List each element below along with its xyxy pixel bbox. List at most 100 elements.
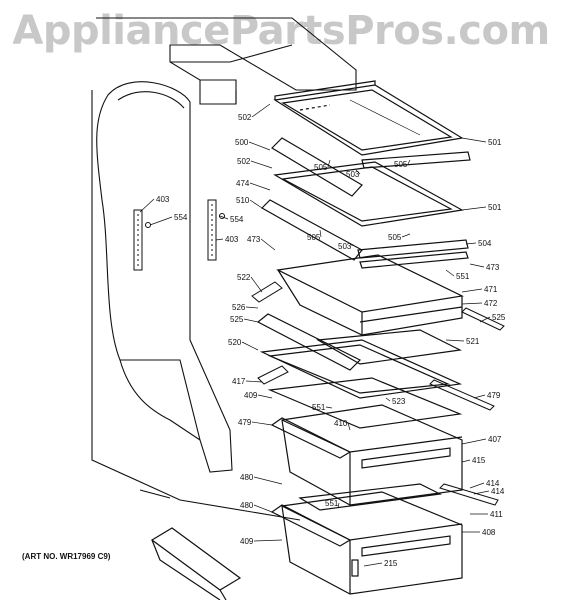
callout-leader: [250, 160, 273, 169]
callout-leader: [473, 490, 490, 495]
callout-leader: [461, 438, 487, 445]
callout-leader: [251, 103, 271, 118]
callout-leader: [479, 316, 491, 323]
callout-label: 480: [240, 473, 254, 482]
callout-leader: [385, 397, 391, 402]
callout-label: 523: [392, 397, 406, 406]
callout-leader: [248, 141, 271, 151]
callout-leader: [355, 169, 361, 175]
callout-label: 522: [237, 273, 251, 282]
shelf-frame-upper: [271, 137, 471, 197]
glass-shelf-middle: [273, 161, 464, 227]
callout-label: 414: [486, 479, 500, 488]
callout-label: 551: [312, 403, 326, 412]
callout-label: 480: [240, 501, 254, 510]
callout-label: 505: [394, 160, 408, 169]
callout-label: 525: [230, 315, 244, 324]
callout-label: 503: [346, 170, 360, 179]
callout-leader: [215, 238, 224, 241]
callout-label: 403: [225, 235, 239, 244]
shelf-frame-middle: [261, 199, 469, 269]
callout-label: 554: [174, 213, 188, 222]
callout-label: 554: [230, 215, 244, 224]
callout-label: 501: [488, 203, 502, 212]
callout-label: 403: [156, 195, 170, 204]
callout-leader: [251, 421, 273, 426]
callout-label: 471: [484, 285, 498, 294]
callout-leader: [249, 199, 263, 209]
callout-label: 525: [492, 313, 506, 322]
snack-pan: [276, 254, 464, 336]
callout-leader: [249, 182, 271, 191]
art-number: (ART NO. WR17969 C9): [22, 552, 111, 561]
callout-label: 505: [388, 233, 402, 242]
drawer-slide-right: [429, 307, 505, 506]
callout-leader: [445, 269, 455, 277]
callout-label: 503: [338, 242, 352, 251]
callout-leader: [407, 159, 411, 165]
crisper-drawer-lower: [270, 483, 463, 595]
callout-leader: [445, 339, 465, 342]
crisper-cover-glass: [259, 339, 463, 399]
callout-leader: [257, 394, 273, 399]
drawer-slide-left: [251, 281, 289, 385]
callout-label: 505: [307, 233, 321, 242]
callout-leader: [243, 318, 259, 323]
callout-label: 473: [486, 263, 500, 272]
callout-leader: [245, 380, 263, 383]
callout-leader: [363, 562, 383, 567]
callout-label: 408: [482, 528, 496, 537]
callout-label: 411: [490, 510, 503, 519]
callout-leader: [461, 288, 483, 293]
callout-label: 502: [238, 113, 252, 122]
crisper-cover-frame: [256, 313, 462, 371]
callout-label: 409: [244, 391, 258, 400]
callout-label: 526: [232, 303, 246, 312]
callout-label: 407: [488, 435, 502, 444]
callout-label: 504: [478, 239, 492, 248]
callout-label: 414: [491, 487, 505, 496]
callout-leader: [469, 263, 485, 268]
callout-label: 521: [466, 337, 480, 346]
callout-label: 479: [487, 391, 501, 400]
callout-leader: [241, 341, 259, 351]
callout-label: 505: [314, 163, 328, 172]
callout-leader: [337, 502, 340, 509]
callout-label: 551: [456, 272, 470, 281]
callout-label: 474: [236, 179, 250, 188]
crisper-drawer-upper: [270, 404, 463, 506]
callout-leader: [347, 422, 351, 431]
callout-leader: [149, 216, 173, 226]
callout-leader: [473, 394, 486, 399]
callout-label: 551: [325, 499, 339, 508]
callout-leader: [219, 215, 229, 220]
callout-leader: [465, 242, 477, 245]
callout-label: 417: [232, 377, 246, 386]
callout-label: 215: [384, 559, 398, 568]
door-bin: [150, 527, 242, 600]
callout-leader: [401, 233, 411, 238]
watermark-text: AppliancePartsPros.com: [12, 8, 550, 54]
callout-leader: [139, 198, 155, 213]
callout-label: 409: [240, 537, 254, 546]
callout-label: 479: [238, 418, 252, 427]
callout-leader: [253, 539, 283, 542]
callout-label: 501: [488, 138, 502, 147]
callout-label: 410: [334, 419, 348, 428]
glass-shelf-upper: [273, 80, 464, 156]
callout-leader: [469, 482, 485, 489]
callout-label: 500: [235, 138, 249, 147]
callout-label: 510: [236, 196, 250, 205]
callout-leader: [253, 504, 273, 513]
callout-leader: [461, 206, 487, 211]
callout-leader: [461, 302, 483, 305]
callout-leader: [260, 238, 276, 251]
callout-labels: 502 501 500 502 505 503 505 474 501 510 554 403 554 4…: [139, 103, 506, 568]
callout-leader: [461, 459, 471, 463]
callout-leader: [325, 406, 333, 409]
callout-leader: [245, 306, 259, 309]
callout-leader: [253, 476, 283, 485]
callout-label: 502: [237, 157, 251, 166]
callout-label: 415: [472, 456, 486, 465]
